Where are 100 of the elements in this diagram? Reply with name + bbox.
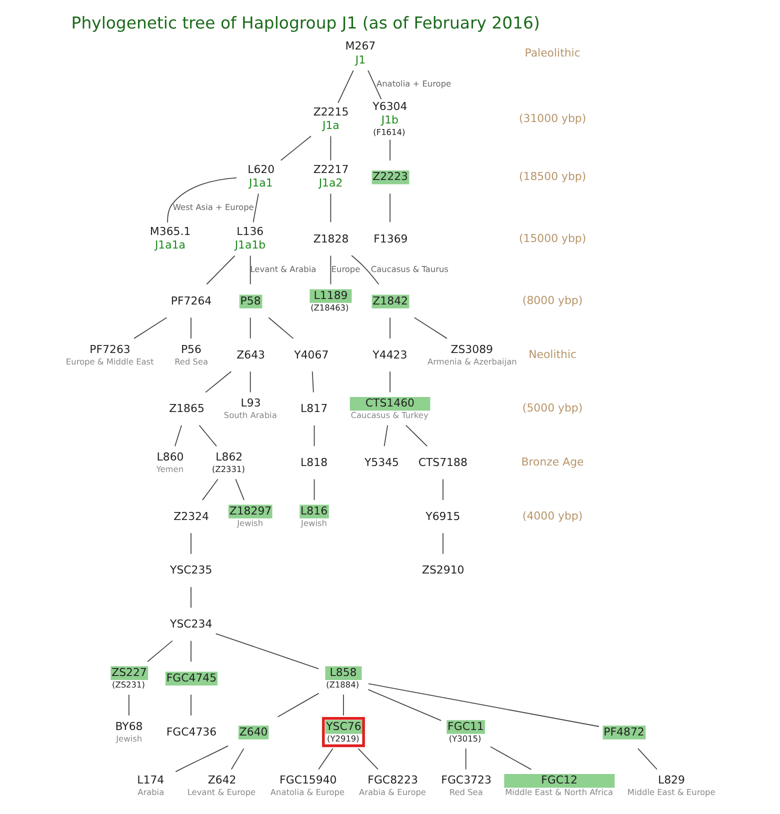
connector [280, 136, 311, 161]
connector [174, 745, 228, 772]
node-box: L1189 [309, 289, 352, 303]
node-text: M267 J1 [344, 40, 376, 66]
connector [313, 478, 314, 500]
node-text: ZS3089 Armenia & Azerbaijan [426, 342, 516, 366]
connector [389, 317, 390, 339]
node-text: BY68 Jewish [114, 720, 142, 744]
label: (18500 ybp) [518, 170, 586, 183]
node-box: L816 [299, 504, 328, 518]
edge-label: Europe [330, 264, 360, 274]
connector [367, 70, 382, 100]
connector [389, 371, 390, 393]
node-text: L860 Yemen [156, 450, 184, 474]
connector [367, 689, 442, 722]
connector [133, 317, 167, 339]
label: (4000 ybp) [522, 509, 582, 522]
connector [249, 317, 250, 339]
node-box: P58 [238, 294, 262, 308]
label: (15000 ybp) [518, 232, 586, 245]
edge-label: Levant & Arabia [250, 264, 316, 274]
connector [311, 371, 314, 393]
diagram-title: Phylogenetic tree of Haplogroup J1 (as of February 2016) [70, 13, 540, 32]
node-text: Y4067 [294, 348, 328, 362]
connector [330, 255, 331, 285]
label: (31000 ybp) [518, 112, 586, 126]
connector [389, 193, 390, 223]
node-box: ZS227 [110, 666, 148, 680]
connector [442, 532, 443, 554]
connector [190, 640, 191, 662]
connector [198, 424, 216, 447]
label: (8000 ybp) [522, 294, 582, 307]
node-text: FGC4736 [166, 725, 216, 738]
node-label: (ZS231) [112, 679, 144, 690]
node-text: YSC234 [170, 618, 212, 631]
connector [249, 255, 250, 285]
node-text: Z642 Levant & Europe [186, 774, 256, 798]
node-box: Z1842 [371, 294, 409, 308]
node-text: Y6915 [425, 510, 460, 523]
node-text: L862 (Z2331) [212, 450, 244, 474]
node-label: Jewish [300, 518, 326, 528]
connector [174, 424, 182, 447]
node-label: (Z1884) [326, 679, 359, 690]
node-text: Y5345 [364, 456, 399, 469]
node-text: L818 [300, 456, 328, 469]
node-text: FGC3723 Red Sea [440, 774, 491, 798]
connector [637, 748, 657, 770]
connector [190, 317, 191, 339]
connector [230, 748, 244, 770]
connector [389, 139, 390, 161]
connector [234, 478, 244, 500]
connector [313, 424, 314, 447]
node-text: Y4423 [372, 348, 407, 362]
node-text: L829 Middle East & Europe [626, 774, 715, 798]
node-text: Y6304 J1b (F1614) [372, 100, 407, 138]
node-text: L174 Arabia [136, 774, 164, 798]
node-box: PF4872 [602, 726, 646, 740]
node-text: L620 J1a1 [247, 162, 274, 190]
connector [367, 683, 599, 727]
connector [214, 633, 319, 670]
edge-label: Caucasus & Taurus [370, 264, 448, 274]
edge-label: Anatolia + Europe [376, 78, 451, 89]
node-text: M365.1 J1a1a [149, 224, 190, 252]
connector [383, 424, 388, 447]
connector [190, 586, 191, 608]
connector [350, 255, 379, 285]
connector [464, 748, 466, 770]
connector [128, 694, 129, 716]
node-box: Z2223 [371, 170, 409, 184]
connector [190, 532, 191, 554]
connector [268, 317, 294, 339]
node-text: PF7264 [170, 294, 212, 308]
connector [357, 748, 378, 770]
connector [166, 177, 237, 223]
node-text: F1369 [373, 232, 408, 246]
node-text: Z2217 J1a2 [312, 162, 348, 190]
node-label: (Z18463) [310, 302, 348, 312]
node-text: YSC235 [170, 564, 212, 577]
connector [404, 424, 428, 447]
node-text: FGC8223 Arabia & Europe [358, 774, 426, 798]
node-text: Z643 [236, 348, 265, 362]
node-text: L136 J1a1b [234, 224, 266, 252]
node-box: FGC11 [446, 720, 484, 734]
node-label: Caucasus & Turkey [350, 410, 428, 420]
connector [337, 70, 354, 104]
connector [252, 193, 258, 223]
node-box: FGC4745 [164, 672, 217, 686]
node-label: Middle East & North Africa [504, 787, 613, 798]
label: Neolithic [528, 348, 576, 361]
connector [202, 478, 218, 500]
connector [490, 746, 532, 770]
node-box: FGC12 [504, 774, 614, 788]
node-label: Jewish [236, 518, 263, 528]
connector [318, 748, 333, 770]
connector [442, 478, 443, 500]
connector [330, 136, 331, 161]
node-text: L817 [300, 402, 328, 416]
node-text: FGC15940 Anatolia & Europe [270, 774, 344, 798]
connector [330, 193, 331, 223]
node-text: Z2324 [173, 510, 208, 523]
